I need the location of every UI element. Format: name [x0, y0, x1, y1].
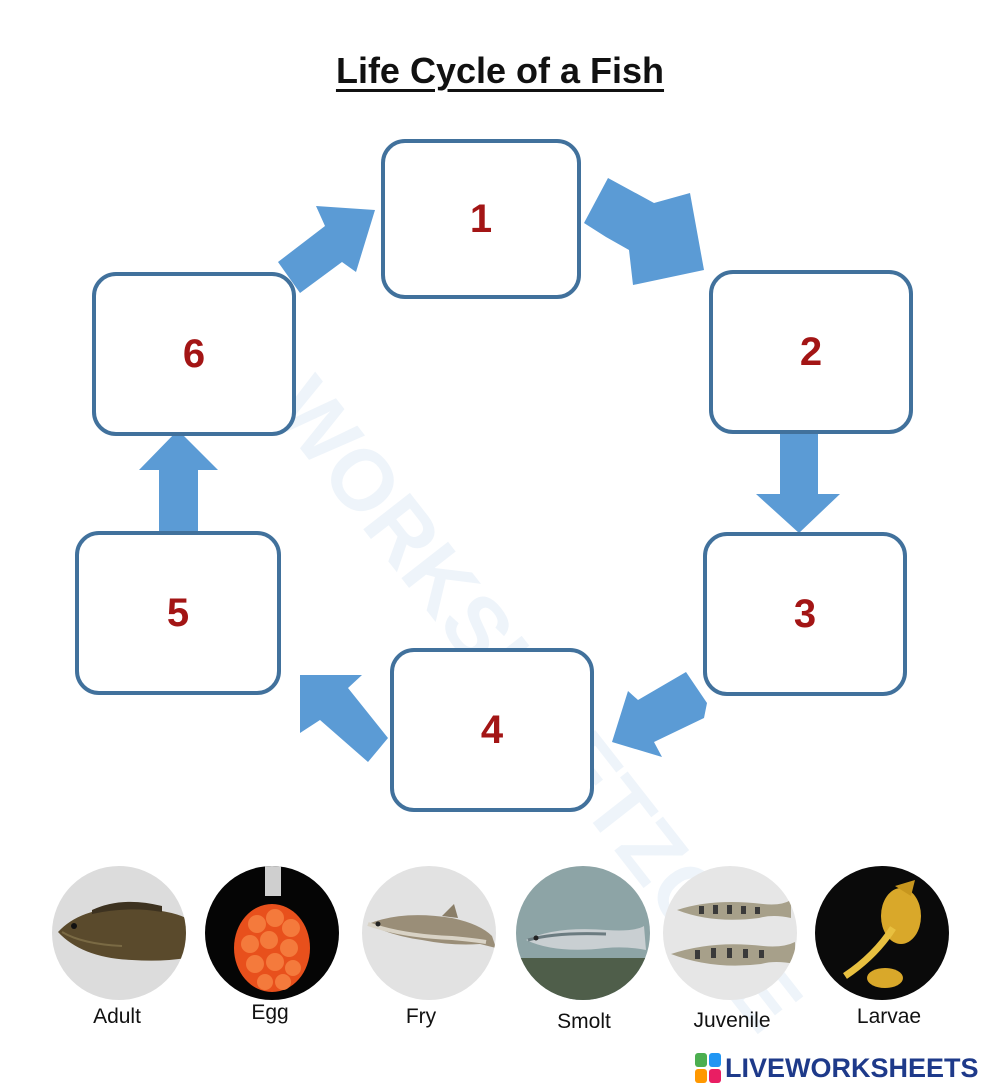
- stage-label-fry[interactable]: Fry: [405, 1005, 437, 1028]
- juvenile-fish-icon[interactable]: [663, 866, 797, 1000]
- arrow-5-to-6: [139, 430, 218, 533]
- brand-text: LIVEWORKSHEETS: [725, 1052, 979, 1083]
- stage-box-5[interactable]: 5: [75, 531, 281, 695]
- liveworksheets-logo-icon: [695, 1053, 721, 1083]
- arrow-4-to-5: [300, 675, 388, 762]
- stage-box-3[interactable]: 3: [703, 532, 907, 696]
- stage-label-adult[interactable]: Adult: [93, 1005, 141, 1028]
- liveworksheets-brand: LIVEWORKSHEETS: [695, 1050, 979, 1086]
- arrow-2-to-3: [756, 433, 840, 533]
- box-number: 3: [793, 591, 817, 636]
- adult-fish-icon[interactable]: [52, 866, 186, 1000]
- stage-box-2[interactable]: 2: [709, 270, 913, 434]
- box-number: 6: [182, 331, 206, 376]
- box-number: 2: [799, 329, 823, 374]
- box-number: 4: [480, 707, 504, 752]
- stage-label-egg[interactable]: Egg: [251, 1001, 289, 1024]
- title-text: Life Cycle of a Fish: [335, 50, 665, 91]
- box-number: 1: [469, 196, 493, 241]
- larvae-icon[interactable]: [815, 866, 949, 1000]
- page-title: Life Cycle of a Fish: [0, 50, 1000, 92]
- stage-box-4[interactable]: 4: [390, 648, 594, 812]
- fry-fish-icon[interactable]: [362, 866, 496, 1000]
- stage-box-1[interactable]: 1: [381, 139, 581, 299]
- fish-eggs-icon[interactable]: [205, 866, 339, 1000]
- stage-label-juvenile[interactable]: Juvenile: [693, 1009, 771, 1032]
- smolt-fish-icon[interactable]: [516, 866, 650, 1000]
- stage-box-6[interactable]: 6: [92, 272, 296, 436]
- arrow-1-to-2: [584, 178, 704, 285]
- box-number: 5: [166, 590, 190, 635]
- arrow-3-to-4: [612, 672, 707, 757]
- stage-label-larvae[interactable]: Larvae: [856, 1005, 922, 1028]
- stage-label-smolt[interactable]: Smolt: [557, 1010, 611, 1033]
- arrow-6-to-1: [278, 206, 375, 293]
